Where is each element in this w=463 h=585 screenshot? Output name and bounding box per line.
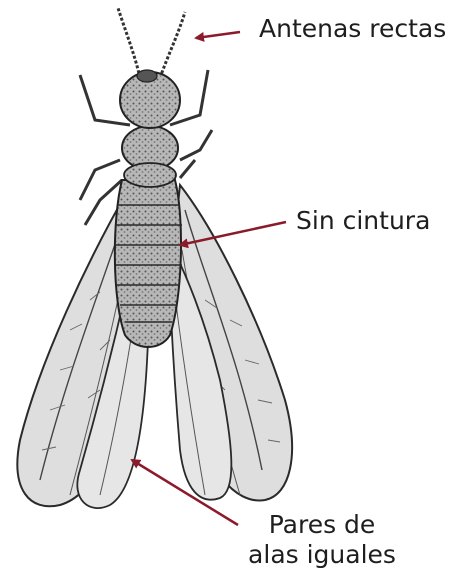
label-wings: Pares de alas iguales — [236, 510, 408, 570]
head — [120, 70, 180, 128]
label-wings-line2: alas iguales — [236, 540, 408, 570]
thorax — [122, 126, 178, 187]
antennae — [118, 8, 185, 78]
arrow-antennae — [196, 32, 240, 38]
label-wings-line1: Pares de — [236, 510, 408, 540]
label-antennae: Antenas rectas — [259, 14, 446, 44]
abdomen — [115, 180, 183, 347]
label-waist: Sin cintura — [296, 206, 430, 236]
